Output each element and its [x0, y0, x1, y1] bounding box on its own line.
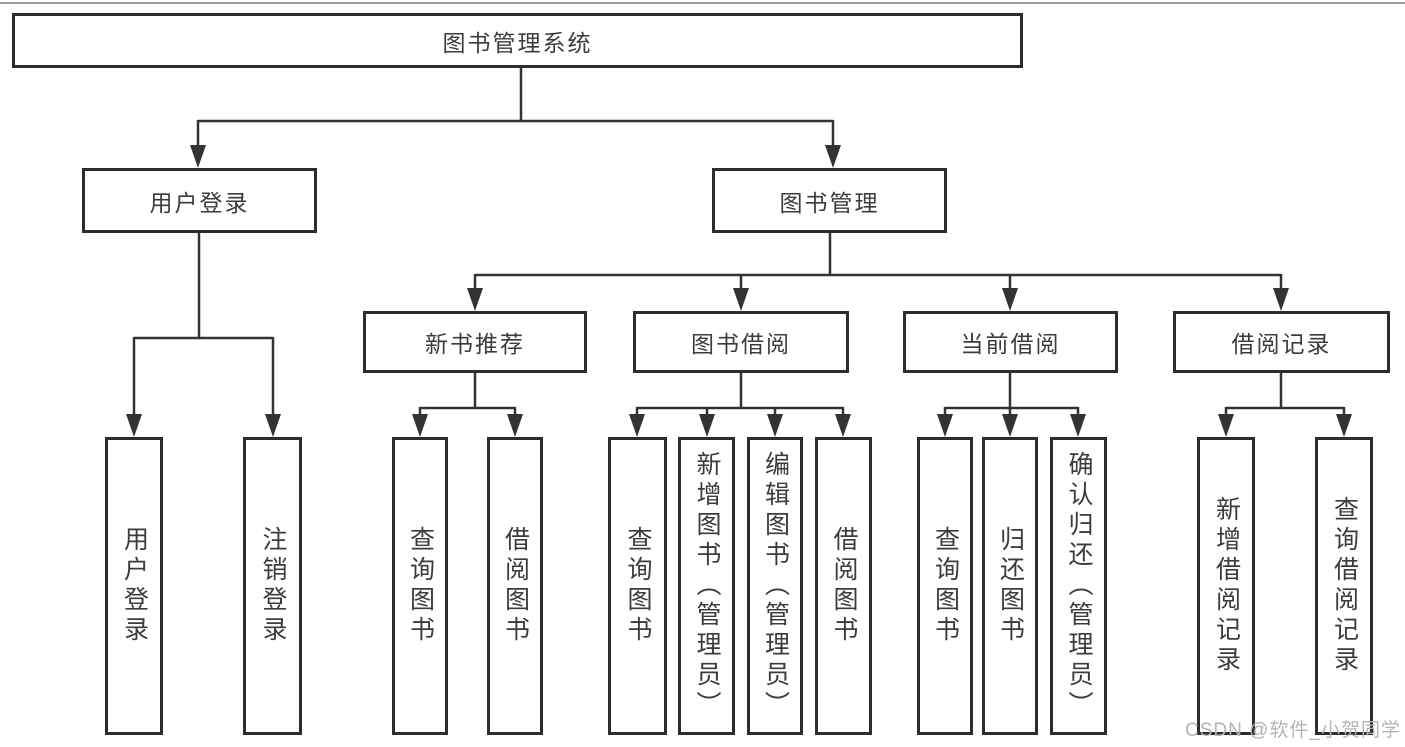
node-box-add-book-admin: 新增图书（管理员） — [678, 437, 735, 735]
node-label: 查询图书 — [624, 526, 652, 646]
node-label: 查询图书 — [406, 526, 435, 646]
node-label: 归还图书 — [996, 526, 1025, 646]
node-label: 借阅记录 — [1231, 331, 1332, 357]
node-label: 新书推荐 — [425, 331, 525, 357]
node-label: 图书借阅 — [691, 331, 791, 357]
node-label: 当前借阅 — [960, 331, 1061, 357]
node-box-book-borrowing: 图书借阅 — [633, 311, 849, 373]
node-box-return-books: 归还图书 — [982, 437, 1038, 735]
node-box-query-books-3: 查询图书 — [917, 437, 973, 735]
watermark: CSDN @软件_小贺同学 — [1185, 720, 1401, 741]
node-label: 借阅图书 — [830, 526, 858, 646]
node-label: 编辑图书（管理员） — [761, 451, 790, 721]
node-box-add-borrow-record: 新增借阅记录 — [1197, 437, 1255, 735]
node-box-borrow-books-1: 借阅图书 — [487, 437, 543, 735]
node-label: 图书管理 — [779, 189, 880, 216]
node-label: 查询图书 — [931, 526, 960, 646]
node-box-query-borrow-record: 查询借阅记录 — [1315, 437, 1373, 735]
node-box-query-books-1: 查询图书 — [392, 437, 448, 735]
node-box-new-book-recommend: 新书推荐 — [363, 311, 587, 373]
node-label: 新增图书（管理员） — [693, 451, 721, 721]
node-box-confirm-return-admin: 确认归还（管理员） — [1050, 437, 1107, 735]
node-box-query-books-2: 查询图书 — [608, 437, 667, 735]
node-box-edit-book-admin: 编辑图书（管理员） — [747, 437, 803, 735]
node-label: 确认归还（管理员） — [1065, 451, 1093, 721]
node-label: 用户登录 — [149, 189, 250, 216]
top-divider — [0, 2, 1405, 4]
node-label: 注销登录 — [259, 526, 287, 646]
node-box-login: 用户登录 — [105, 437, 163, 735]
node-label: 图书管理系统 — [442, 29, 593, 56]
node-label: 借阅图书 — [501, 526, 530, 646]
node-box-book-management: 图书管理 — [712, 168, 947, 233]
node-box-current-borrowing: 当前借阅 — [903, 311, 1118, 373]
node-label: 新增借阅记录 — [1212, 496, 1241, 676]
node-label: 用户登录 — [120, 526, 149, 646]
node-box-borrow-books-2: 借阅图书 — [815, 437, 872, 735]
node-label: 查询借阅记录 — [1330, 496, 1359, 676]
node-box-logout: 注销登录 — [243, 437, 302, 735]
node-box-borrow-records: 借阅记录 — [1173, 311, 1390, 373]
node-box-root: 图书管理系统 — [12, 13, 1023, 68]
node-box-user-login: 用户登录 — [82, 168, 317, 233]
